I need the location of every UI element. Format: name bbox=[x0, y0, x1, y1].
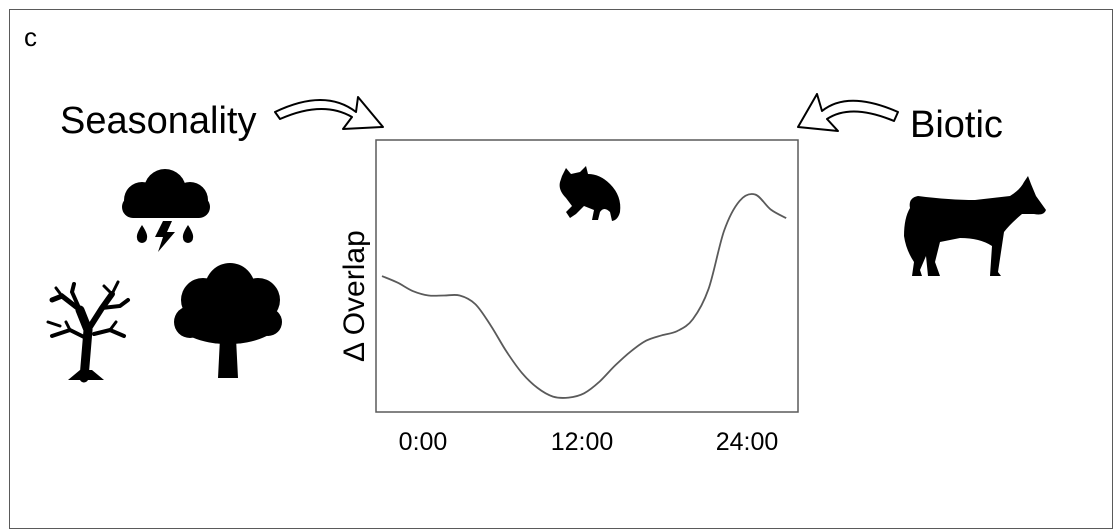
panel-letter: c bbox=[24, 22, 37, 52]
series-layer bbox=[381, 193, 787, 399]
x-tick-label: 24:00 bbox=[715, 428, 779, 456]
raccoon-icon bbox=[559, 166, 621, 221]
x-tick-label: 12:00 bbox=[550, 428, 614, 456]
curved-arrow-left-icon bbox=[797, 93, 899, 132]
x-tick-label: 0:00 bbox=[398, 428, 448, 456]
plot-frame bbox=[375, 139, 799, 413]
dead-tree-icon bbox=[46, 280, 130, 383]
arrows-layer bbox=[274, 93, 899, 132]
storm-cloud-icon bbox=[122, 169, 210, 252]
curved-arrow-right-icon bbox=[274, 96, 384, 130]
biotic-label: Biotic bbox=[910, 104, 1003, 146]
seasonality-label: Seasonality bbox=[60, 100, 257, 142]
leafy-tree-icon bbox=[174, 263, 282, 378]
line-chart bbox=[375, 139, 799, 413]
y-axis-label: Δ Overlap bbox=[338, 230, 371, 362]
coyote-icon bbox=[904, 176, 1046, 276]
series-line-0 bbox=[381, 193, 787, 399]
